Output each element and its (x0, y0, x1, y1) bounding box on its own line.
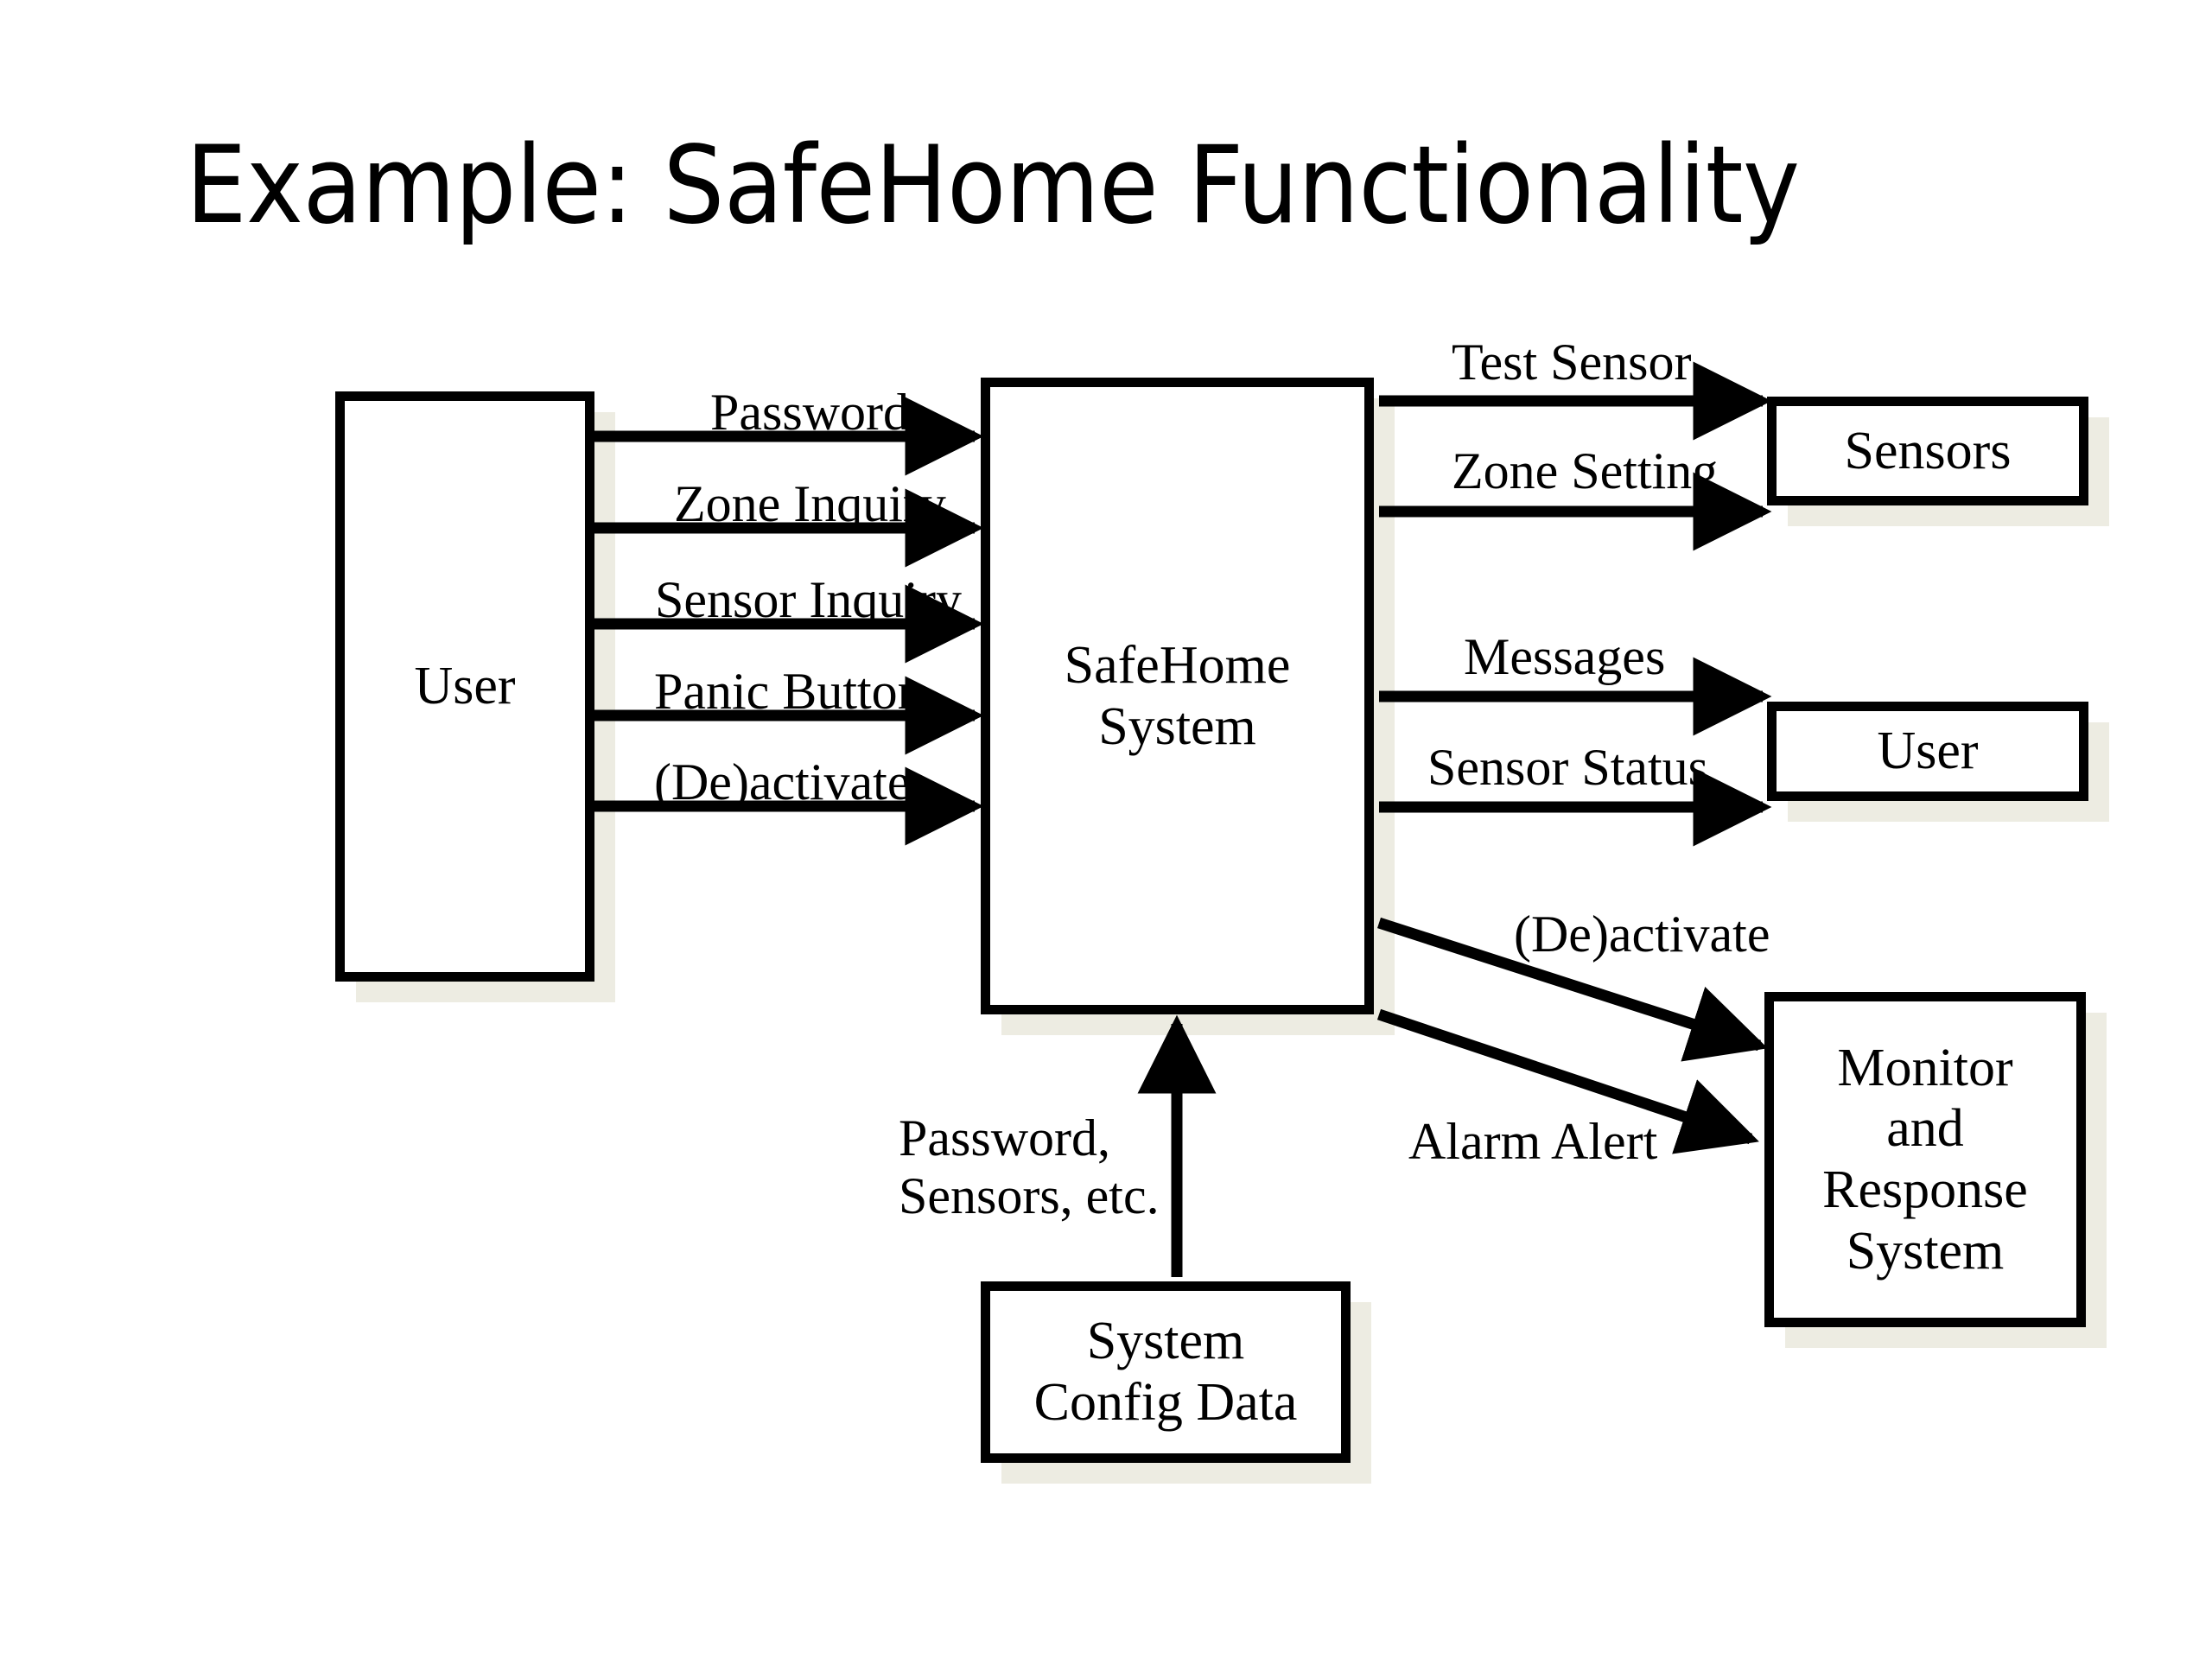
edge-label-sensor-inquiry: Sensor Inquiry (655, 571, 962, 628)
edge-label-messages: Messages (1464, 628, 1666, 685)
node-sensors[interactable]: Sensors (1767, 397, 2088, 505)
edge-label-zone-inquiry: Zone Inquiry (674, 475, 946, 532)
edge-label-panic-button: Panic Button (654, 663, 924, 720)
node-safehome-label-line1: SafeHome (1064, 635, 1291, 695)
node-config-label-line2: Config Data (1033, 1373, 1298, 1432)
node-user-left-label: User (414, 657, 516, 716)
edge-label-config-data-line2: Sensors, etc. (899, 1167, 1160, 1225)
node-config-label-line1: System (1086, 1312, 1245, 1371)
edge-label-deactivate-user: (De)activate (654, 753, 911, 810)
edge-label-zone-setting: Zone Setting (1452, 442, 1719, 499)
edge-label-deactivate-monitor: (De)activate (1514, 906, 1770, 963)
edge-label-password: Password (710, 384, 910, 441)
node-monitor-label-line4: System (1846, 1221, 2005, 1281)
node-safehome-label-line2: System (1098, 696, 1256, 756)
edge-label-alarm-alert: Alarm Alert (1408, 1113, 1658, 1170)
node-system-config-data[interactable]: System Config Data (981, 1281, 1351, 1463)
node-safehome-system[interactable]: SafeHome System (981, 378, 1374, 1014)
node-user-right[interactable]: User (1767, 702, 2088, 801)
node-monitor-label-line1: Monitor (1837, 1038, 2013, 1097)
edge-label-test-sensor: Test Sensor (1452, 334, 1692, 391)
node-monitor-label-line3: Response (1822, 1160, 2028, 1219)
page-title: Example: SafeHome Functionality (186, 124, 1800, 248)
edge-label-config-data-line1: Password, (899, 1109, 1111, 1166)
node-user-right-label: User (1877, 721, 1979, 781)
node-monitor-response-system[interactable]: Monitor and Response System (1764, 992, 2086, 1327)
node-monitor-label-line2: and (1886, 1099, 1964, 1159)
node-sensors-label: Sensors (1844, 421, 2012, 480)
edge-label-sensor-status: Sensor Status (1427, 739, 1709, 796)
edge-label-config-data: Password, Sensors, etc. (899, 1109, 1160, 1225)
node-user-left[interactable]: User (335, 391, 594, 982)
